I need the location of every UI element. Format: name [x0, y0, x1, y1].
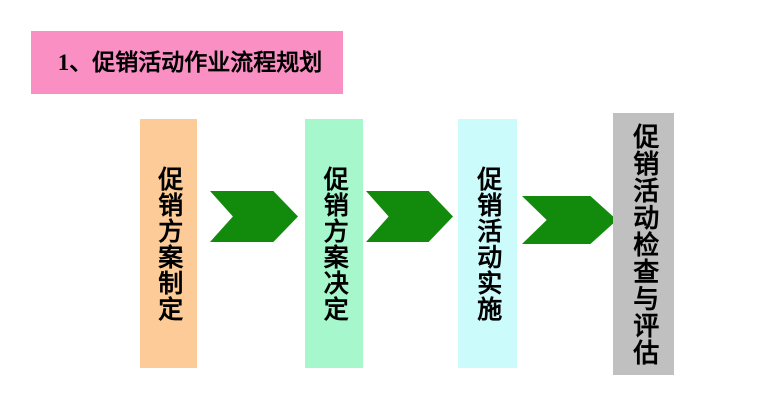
flow-step-3[interactable]: 促销活动实施 — [458, 119, 517, 368]
chevron-right-arrow-icon-2 — [366, 191, 453, 242]
flow-step-1-label: 促销方案制定 — [154, 165, 184, 322]
flow-step-4-label: 促销活动检查与评估 — [628, 122, 659, 366]
flow-step-2[interactable]: 促销方案决定 — [305, 119, 363, 368]
page-title: 1、促销活动作业流程规划 — [57, 50, 323, 75]
flow-step-4[interactable]: 促销活动检查与评估 — [613, 113, 674, 375]
chevron-right-arrow-icon-3 — [522, 196, 617, 244]
section-title-banner: 1、促销活动作业流程规划 — [31, 31, 343, 94]
flow-step-2-label: 促销方案决定 — [320, 165, 350, 322]
flow-step-3-label: 促销活动实施 — [473, 165, 503, 322]
chevron-right-arrow-icon-1 — [210, 191, 298, 242]
flow-step-1[interactable]: 促销方案制定 — [140, 119, 197, 368]
